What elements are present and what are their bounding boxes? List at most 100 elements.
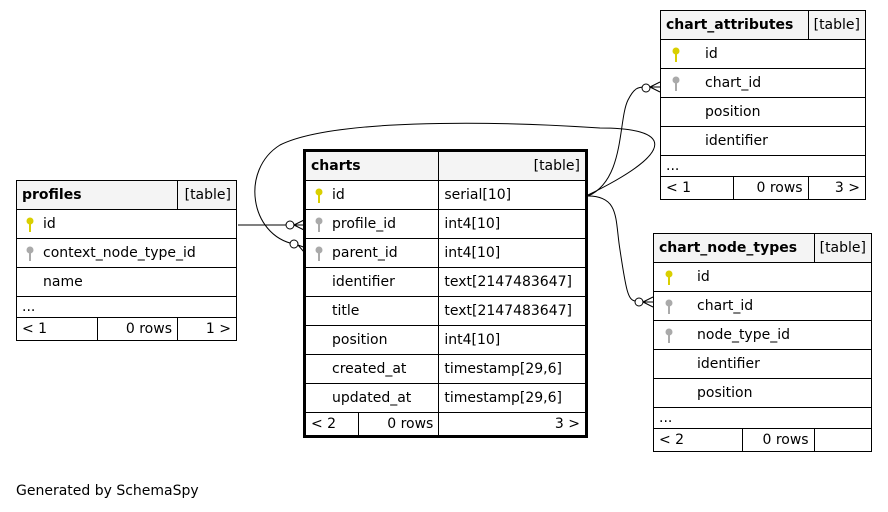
link-charts-node-types xyxy=(587,195,636,302)
parents-count[interactable]: < 1 xyxy=(16,317,98,341)
column-type: timestamp[29,6] xyxy=(438,383,587,413)
column-type: text[2147483647] xyxy=(438,267,587,297)
table-row: position xyxy=(653,378,872,408)
table-row: title text[2147483647] xyxy=(304,296,587,326)
column-id: id xyxy=(304,180,440,210)
table-row: profile_id int4[10] xyxy=(304,209,587,239)
table-name: profiles xyxy=(16,180,178,210)
table-profiles[interactable]: profiles [table] id context_node_type_id… xyxy=(16,180,237,341)
column-name: name xyxy=(16,267,237,297)
link-end-optional xyxy=(641,83,651,93)
table-row: identifier xyxy=(660,126,866,156)
column-id: id xyxy=(653,262,872,292)
table-kind: [table] xyxy=(813,233,873,263)
column-chart-id: chart_id xyxy=(660,68,866,98)
row-count: 0 rows xyxy=(357,412,440,437)
column-position: position xyxy=(304,325,440,355)
column-position: position xyxy=(653,378,872,408)
table-chart-attributes[interactable]: chart_attributes [table] id chart_id pos… xyxy=(660,10,867,200)
table-row: id xyxy=(16,209,237,239)
link-end-optional xyxy=(289,239,299,249)
table-row: chart_id xyxy=(660,68,866,98)
row-count: 0 rows xyxy=(97,317,178,341)
link-crow-foot xyxy=(642,296,654,308)
column-identifier: identifier xyxy=(304,267,440,297)
column-type: int4[10] xyxy=(438,325,587,355)
link-charts-attributes xyxy=(587,86,646,197)
row-count: 0 rows xyxy=(733,176,809,200)
link-end-optional xyxy=(285,220,295,230)
foreign-key-icon xyxy=(672,76,680,91)
table-kind: [table] xyxy=(807,10,867,40)
parents-count[interactable]: < 2 xyxy=(653,428,743,452)
table-footer: < 2 0 rows xyxy=(653,428,873,452)
table-footer: < 1 0 rows 1 > xyxy=(16,317,237,341)
column-context-node-type-id: context_node_type_id xyxy=(16,238,237,268)
table-footer: < 1 0 rows 3 > xyxy=(660,176,867,200)
primary-key-icon xyxy=(315,188,323,203)
parents-count[interactable]: < 2 xyxy=(304,412,359,437)
column-title: title xyxy=(304,296,440,326)
primary-key-icon xyxy=(665,270,673,285)
table-row: context_node_type_id xyxy=(16,238,237,268)
table-charts[interactable]: charts [table] id serial[10] profile_id … xyxy=(303,149,588,438)
table-name: chart_attributes xyxy=(660,10,809,40)
foreign-key-icon xyxy=(665,328,673,343)
children-count[interactable]: 3 > xyxy=(807,176,867,200)
column-type: timestamp[29,6] xyxy=(438,354,587,384)
column-type: serial[10] xyxy=(438,180,587,210)
table-header: profiles [table] xyxy=(16,180,237,210)
table-row: updated_at timestamp[29,6] xyxy=(304,383,587,413)
table-row: parent_id int4[10] xyxy=(304,238,587,268)
column-id: id xyxy=(16,209,237,239)
column-node-type-id: node_type_id xyxy=(653,320,872,350)
table-row: id xyxy=(660,39,866,69)
children-count[interactable]: 1 > xyxy=(177,317,237,341)
column-parent-id: parent_id xyxy=(304,238,440,268)
table-header: chart_node_types [table] xyxy=(653,233,873,263)
primary-key-icon xyxy=(672,47,680,62)
link-charts-self xyxy=(254,122,656,245)
column-identifier: identifier xyxy=(660,126,866,156)
table-row: id serial[10] xyxy=(304,180,587,210)
link-crow-foot xyxy=(649,81,661,93)
children-count[interactable]: 3 > xyxy=(438,412,587,437)
foreign-key-icon xyxy=(665,299,673,314)
table-kind: [table] xyxy=(177,180,237,210)
parents-count[interactable]: < 1 xyxy=(660,176,734,200)
column-type: int4[10] xyxy=(438,209,587,239)
table-header: charts [table] xyxy=(304,150,587,181)
column-position: position xyxy=(660,97,866,127)
ellipsis-row: ... xyxy=(660,155,866,177)
table-row: created_at timestamp[29,6] xyxy=(304,354,587,384)
table-chart-node-types[interactable]: chart_node_types [table] id chart_id nod… xyxy=(653,233,873,452)
link-crow-foot xyxy=(293,219,305,231)
column-chart-id: chart_id xyxy=(653,291,872,321)
column-created-at: created_at xyxy=(304,354,440,384)
table-row: identifier xyxy=(653,349,872,379)
table-kind: [table] xyxy=(438,150,587,181)
children-count[interactable] xyxy=(813,428,873,452)
column-updated-at: updated_at xyxy=(304,383,440,413)
foreign-key-icon xyxy=(26,246,34,261)
column-profile-id: profile_id xyxy=(304,209,440,239)
primary-key-icon xyxy=(26,217,34,232)
table-row: identifier text[2147483647] xyxy=(304,267,587,297)
table-footer: < 2 0 rows 3 > xyxy=(304,412,587,437)
column-identifier: identifier xyxy=(653,349,872,379)
row-count: 0 rows xyxy=(742,428,815,452)
ellipsis-row: ... xyxy=(16,296,237,318)
column-type: text[2147483647] xyxy=(438,296,587,326)
foreign-key-icon xyxy=(315,217,323,232)
table-name: chart_node_types xyxy=(653,233,815,263)
table-row: id xyxy=(653,262,872,292)
ellipsis-row: ... xyxy=(653,407,872,429)
table-row: position int4[10] xyxy=(304,325,587,355)
foreign-key-icon xyxy=(315,246,323,261)
link-end-optional xyxy=(634,297,644,307)
table-name: charts xyxy=(304,150,440,181)
table-row: node_type_id xyxy=(653,320,872,350)
column-id: id xyxy=(660,39,866,69)
column-type: int4[10] xyxy=(438,238,587,268)
